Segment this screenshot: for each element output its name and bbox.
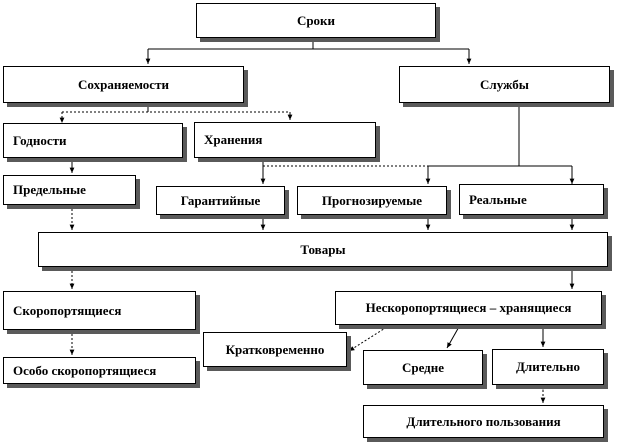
node-dlitelnogo-polzovaniya: Длительного пользования bbox=[363, 405, 604, 438]
node-sohranyaemosti: Сохраняемости bbox=[3, 66, 244, 103]
node-sredne: Средне bbox=[363, 350, 483, 385]
node-sroki: Сроки bbox=[196, 3, 436, 38]
node-predelnye: Предельные bbox=[3, 175, 136, 205]
node-realnye: Реальные bbox=[459, 184, 604, 215]
node-kratkovremenno: Кратковременно bbox=[203, 332, 347, 367]
edge-neskoro-kratko bbox=[348, 324, 391, 352]
node-garantiynye: Гарантийные bbox=[156, 186, 285, 215]
node-godnosti: Годности bbox=[3, 123, 183, 158]
node-skoroportyaschiesya: Скоропортящиеся bbox=[3, 291, 196, 330]
node-tovary: Товары bbox=[38, 232, 608, 267]
node-hraneniya: Хранения bbox=[194, 122, 376, 158]
node-prognoziruemye: Прогнозируемые bbox=[297, 186, 447, 215]
node-osobo-skoroportyaschiesya: Особо скоропортящиеся bbox=[3, 357, 196, 384]
node-sluzhby: Службы bbox=[399, 66, 610, 103]
node-dlitelno: Длительно bbox=[492, 349, 604, 385]
node-neskoroportyaschiesya: Нескоропортящиеся – хранящиеся bbox=[335, 291, 602, 325]
edge-neskoro-sredne bbox=[446, 324, 461, 349]
